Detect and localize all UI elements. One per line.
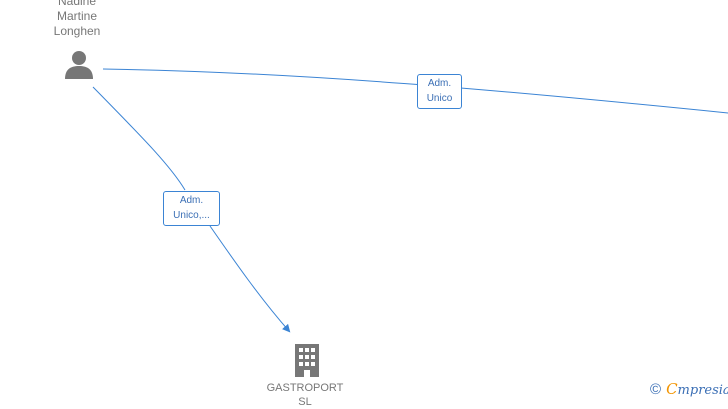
company-name-line-1: GASTROPORT <box>266 382 344 394</box>
brand-logo-text: Cmpresia <box>666 380 728 400</box>
brand-logo-initial: C <box>666 380 678 398</box>
company-name-line-2: SL <box>298 396 312 408</box>
person-name-line-1: Nadine <box>57 0 97 8</box>
relation-label-left-line-2: Unico,... <box>173 210 210 221</box>
company-name[interactable]: GASTROPORT SL <box>244 381 366 409</box>
copyright-icon: © <box>650 381 662 398</box>
edge-person-to-offscreen[interactable] <box>102 68 728 114</box>
edge-person-to-company[interactable] <box>92 86 289 331</box>
person-icon[interactable] <box>62 50 96 80</box>
relation-label-top-line-2: Unico <box>426 93 453 104</box>
relation-label-left[interactable]: Adm. Unico,... <box>163 191 220 226</box>
brand-watermark: © Cmpresia <box>650 380 728 400</box>
relation-label-top[interactable]: Adm. Unico <box>417 74 462 109</box>
person-name-line-3: Longhen <box>53 24 101 38</box>
building-icon[interactable] <box>291 342 323 378</box>
relation-label-top-line-1: Adm. <box>427 78 452 89</box>
brand-logo-rest: mpresia <box>677 383 728 398</box>
relationship-graph <box>92 68 728 400</box>
person-name-line-2: Martine <box>56 9 97 23</box>
relation-label-left-line-1: Adm. <box>179 195 204 206</box>
person-name[interactable]: Nadine Martine Longhen <box>36 0 118 39</box>
